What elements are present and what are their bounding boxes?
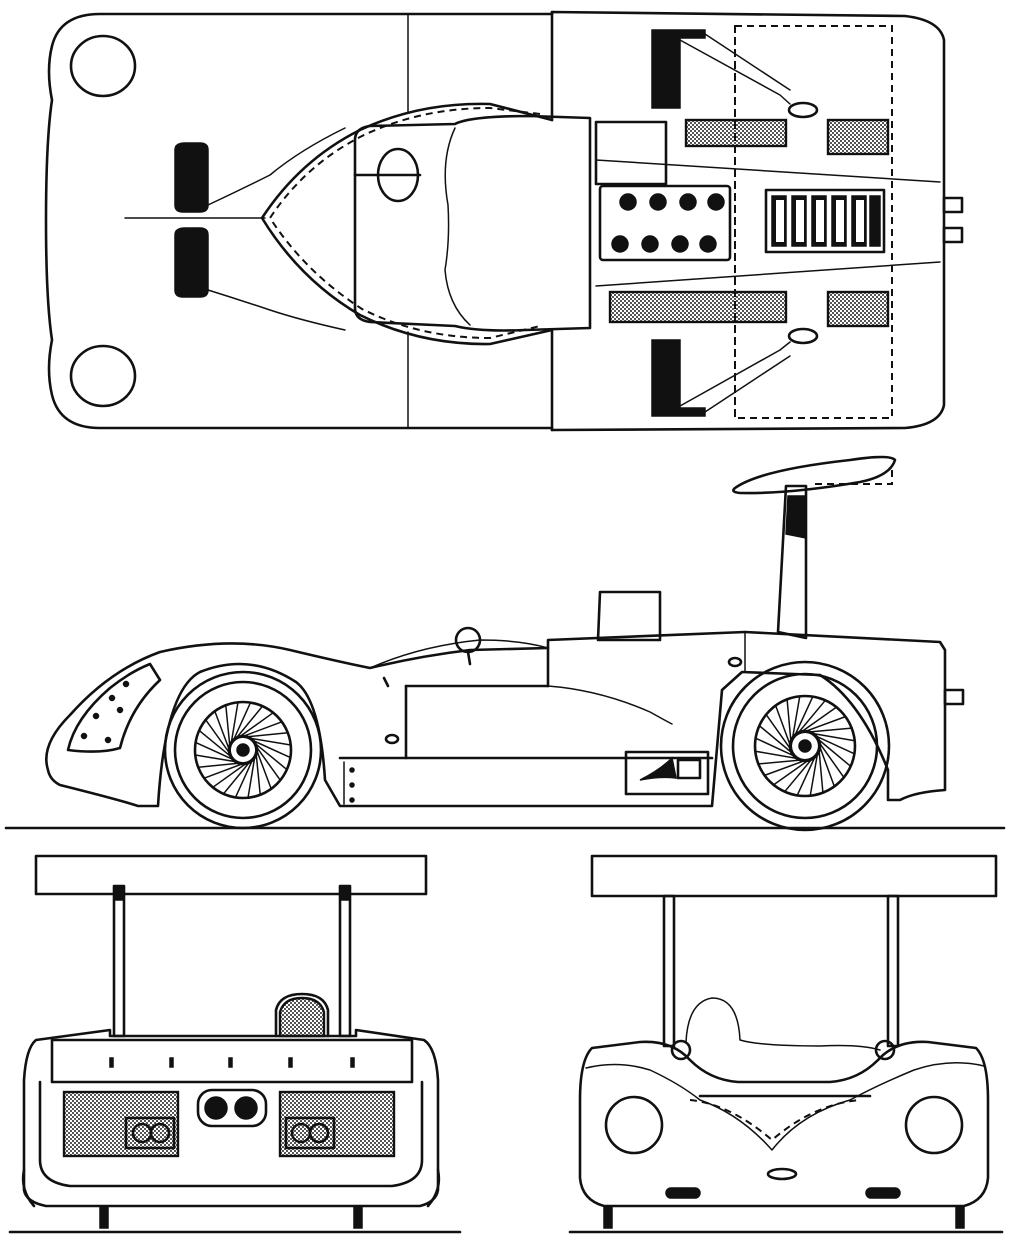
- front-roll-hoop: [685, 997, 881, 1051]
- side-intake-scoop: [639, 756, 677, 781]
- top-filler-cap: [787, 101, 819, 119]
- top-duct-right: [174, 227, 209, 298]
- rear-exhaust-pipe: [204, 1096, 228, 1120]
- front-headlight-left: [604, 1095, 664, 1155]
- top-mesh-vent: [608, 290, 788, 324]
- top-windscreen: [260, 102, 554, 346]
- side-badge: [384, 733, 400, 745]
- front-wing: [590, 854, 998, 898]
- rear-panel: [38, 1080, 424, 1188]
- top-right-headlight: [69, 344, 137, 408]
- front-badge: [766, 1167, 798, 1181]
- side-roll-hoop: [596, 590, 662, 642]
- front-wing-strut: [662, 894, 676, 1048]
- side-wing-dashed: [815, 470, 893, 485]
- rear-wing-strut: [112, 884, 126, 1038]
- top-body-line: [595, 261, 941, 287]
- rear-headrest: [274, 992, 330, 1038]
- top-cockpit: [353, 114, 592, 332]
- rear-strut-cap: [339, 885, 351, 901]
- rear-lamp: [149, 1122, 171, 1144]
- top-scoop-line: [679, 341, 791, 407]
- rear-exhaust-pipe: [234, 1096, 258, 1120]
- side-filler: [382, 676, 390, 688]
- top-engine-panel: [594, 120, 668, 186]
- rear-strut-cap: [113, 885, 125, 901]
- top-body-outline: [44, 10, 946, 432]
- rear-headrest-mesh: [278, 996, 326, 1038]
- top-louvre-box: [764, 188, 886, 254]
- top-mesh-vent: [826, 118, 890, 156]
- front-mirror: [874, 1039, 896, 1061]
- top-duct-fin: [207, 127, 346, 206]
- rear-wing-strut: [338, 884, 352, 1038]
- front-fender-line: [585, 1062, 985, 1151]
- side-flank-line: [547, 685, 673, 725]
- rear-deck: [50, 1038, 414, 1084]
- top-exhaust: [942, 196, 964, 214]
- front-tyre: [955, 1205, 965, 1229]
- side-nose-panel: [66, 662, 162, 753]
- rear-tyre: [99, 1205, 109, 1229]
- side-badge: [727, 656, 743, 668]
- rear-deck-slots: [109, 1057, 355, 1068]
- rear-taillight-left: [124, 1116, 176, 1150]
- rear-tyre-edge: [426, 1168, 441, 1208]
- side-mirror-stalk: [466, 650, 472, 666]
- side-intake-panel: [624, 750, 710, 796]
- front-wing-strut: [886, 894, 900, 1048]
- front-intake-right: [865, 1187, 901, 1199]
- rear-taillight-right: [284, 1116, 336, 1150]
- top-duct-fin: [207, 289, 346, 331]
- side-chassis-rivets: [349, 767, 355, 803]
- front-view: [568, 854, 1004, 1234]
- top-duct-left: [174, 142, 209, 213]
- rear-tyre: [353, 1205, 363, 1229]
- top-scoop-line: [704, 33, 791, 91]
- front-body-outline: [578, 1040, 990, 1208]
- top-trumpets-box: [598, 184, 732, 262]
- rear-tyre-edge: [21, 1168, 36, 1208]
- side-windscreen: [369, 639, 549, 669]
- top-seat-edge: [444, 127, 471, 326]
- rear-wing: [34, 854, 428, 896]
- rear-lamp: [308, 1122, 330, 1144]
- front-headlight-right: [904, 1095, 964, 1155]
- rear-body-outline: [22, 1028, 440, 1208]
- front-tyre: [603, 1205, 613, 1229]
- top-louvres: [771, 195, 881, 247]
- top-left-headlight: [69, 34, 137, 98]
- top-scoop-line: [679, 39, 791, 105]
- side-rear-wheel: [719, 660, 891, 832]
- rear-view: [8, 854, 462, 1234]
- side-wing-strut: [776, 484, 808, 640]
- side-exhaust: [943, 688, 965, 706]
- top-side-scoop-right: [651, 339, 706, 417]
- side-front-wheel: [163, 670, 323, 830]
- top-scoop-line: [704, 355, 791, 413]
- side-wing: [732, 455, 897, 495]
- top-view: [44, 10, 964, 432]
- top-filler-cap: [787, 327, 819, 345]
- rear-exhaust-housing: [196, 1088, 268, 1128]
- top-intake-trumpets: [611, 193, 725, 253]
- top-side-scoop-left: [651, 29, 706, 109]
- top-exhaust: [942, 226, 964, 244]
- top-windscreen-rivets: [268, 106, 541, 340]
- side-strut-band: [785, 495, 807, 539]
- top-mesh-vent: [826, 290, 890, 328]
- side-view: [4, 455, 1006, 832]
- top-body-line: [595, 159, 941, 183]
- front-mirror: [670, 1039, 692, 1061]
- front-windscreen-rivets: [689, 1099, 861, 1142]
- side-nose-rivets: [80, 680, 130, 744]
- side-intake-box: [676, 758, 702, 780]
- front-intake-left: [665, 1187, 701, 1199]
